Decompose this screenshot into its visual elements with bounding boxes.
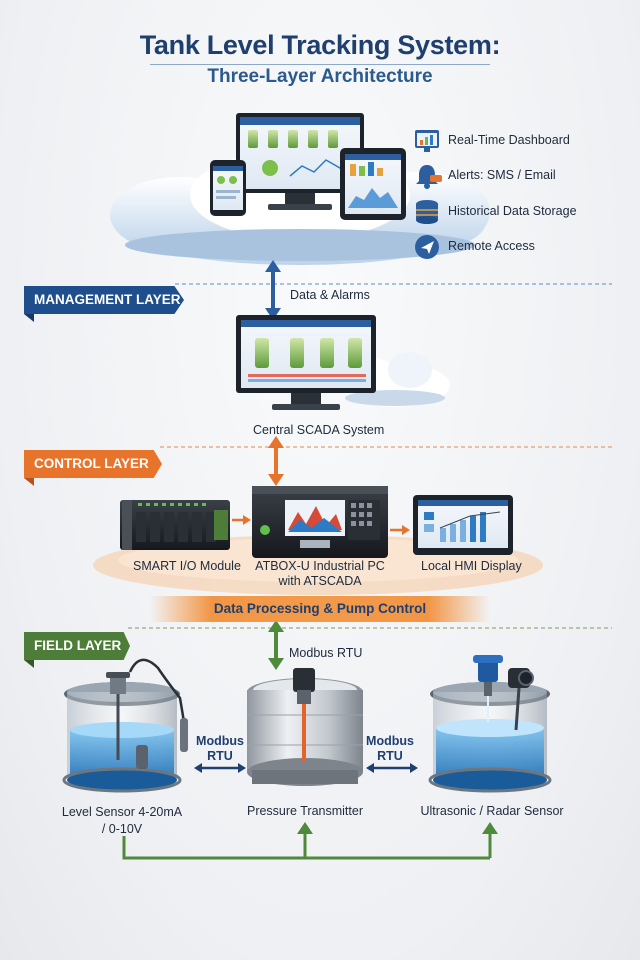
page-subtitle: Three-Layer Architecture [207,66,433,87]
feature-label: Remote Access [448,239,535,253]
modbus-left-arrow [194,763,246,773]
phone-device [210,160,246,216]
modbus-left-label: Modbus RTU [196,734,244,763]
data-alarms-arrow [265,260,281,320]
pressure-transmitter-label: Pressure Transmitter [246,804,363,818]
tablet-device [340,148,406,220]
level-sensor-tank [62,658,188,793]
modbus-rtu-label: Modbus RTU [289,646,363,660]
control-field-arrow [268,620,284,670]
hmi-label: Local HMI Display [421,559,522,573]
field-bus-connector [122,822,498,860]
title-divider [150,64,490,65]
data-alarms-label: Data & Alarms [290,288,370,302]
bell-icon [416,165,442,189]
ultrasonic-sensor-label: Ultrasonic / Radar Sensor [420,804,564,818]
data-processing-band: Data Processing & Pump Control [150,596,490,622]
page-title: Tank Level Tracking System: [139,30,501,60]
scada-monitor [236,315,450,410]
dashboard-icon [415,130,439,152]
scada-label: Central SCADA System [253,423,385,437]
scada-control-arrow [268,436,284,486]
io-to-pc-arrow [232,515,251,525]
industrial-pc-device [252,486,388,558]
modbus-right-arrow [366,763,418,773]
feature-label: Historical Data Storage [448,204,577,218]
industrial-pc-label: ATBOX-U Industrial PC with ATSCADA [255,559,385,588]
pressure-transmitter-tank [247,668,363,786]
remote-access-icon [415,235,439,259]
management-layer-banner: MANAGEMENT LAYER [24,286,184,314]
feature-label: Alerts: SMS / Email [448,168,556,182]
io-module-label: SMART I/O Module [133,559,241,573]
hmi-device [413,495,513,555]
ultrasonic-sensor-tank [428,655,552,793]
io-module-device [120,500,230,550]
feature-label: Real-Time Dashboard [448,133,570,147]
modbus-right-label: Modbus RTU [366,734,414,763]
field-layer-banner: FIELD LAYER [24,632,130,660]
level-sensor-label: Level Sensor 4-20mA / 0-10V [61,805,183,836]
pc-to-hmi-arrow [390,525,410,535]
control-layer-banner: CONTROL LAYER [24,450,162,478]
database-icon [416,200,438,224]
